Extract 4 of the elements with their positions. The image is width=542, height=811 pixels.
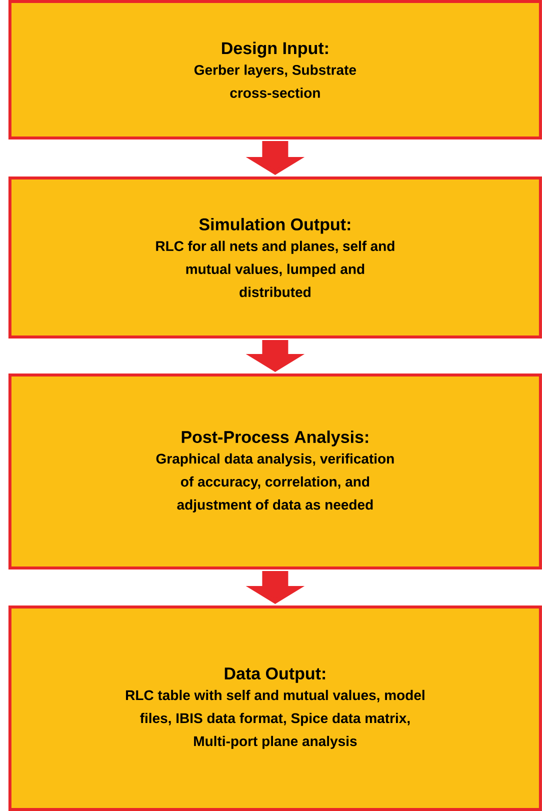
process-box: Simulation Output: RLC for all nets and planes, self and mutual values, lumped and distributed — [8, 176, 542, 338]
process-box: Data Output: RLC table with self and mutual values, model files, IBIS data format, Spice data matrix, Multi-port plane analysis — [8, 605, 542, 811]
process-box: Post-Process Analysis: Graphical data analysis, verification of accuracy, correlation, and adjustment of data as needed — [8, 374, 542, 570]
process-box: Design Input: Gerber layers, Substrate cross-section — [8, 0, 542, 140]
